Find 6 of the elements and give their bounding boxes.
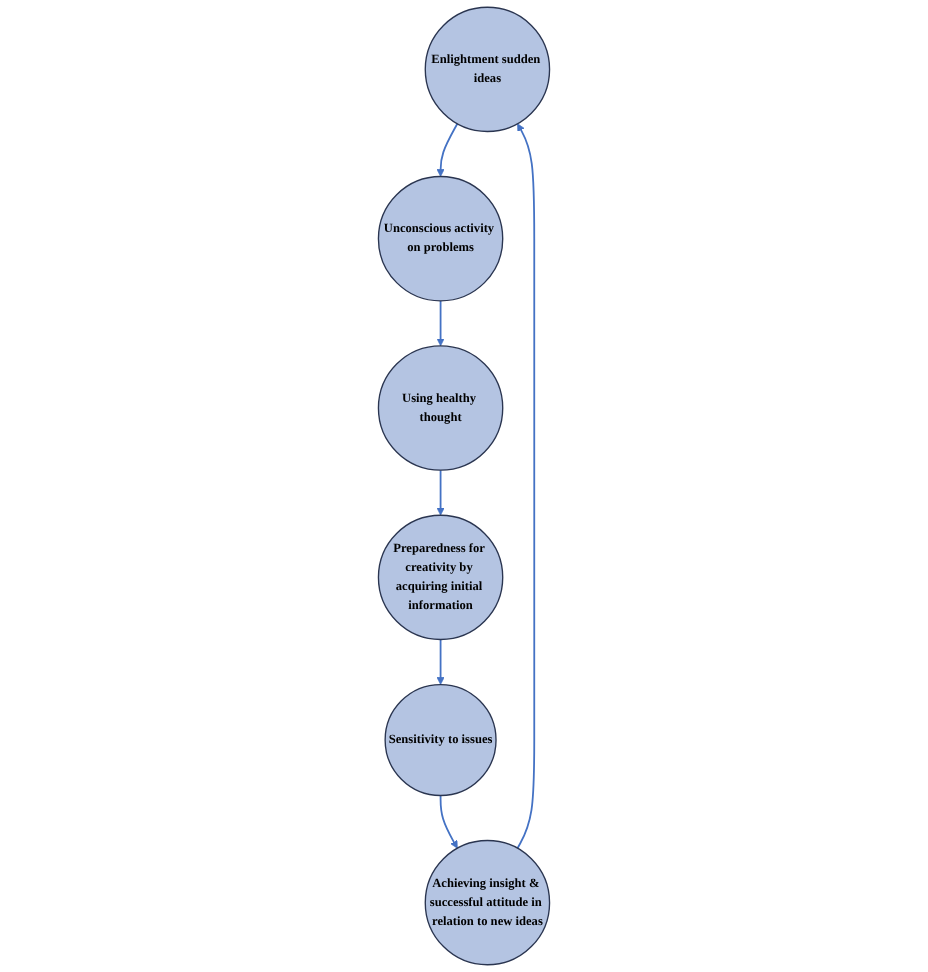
arrow (436, 638, 445, 685)
arrow (436, 122, 459, 177)
arrow (436, 469, 445, 516)
arrow (436, 299, 445, 347)
arrow (516, 123, 536, 850)
arrow (439, 794, 458, 849)
